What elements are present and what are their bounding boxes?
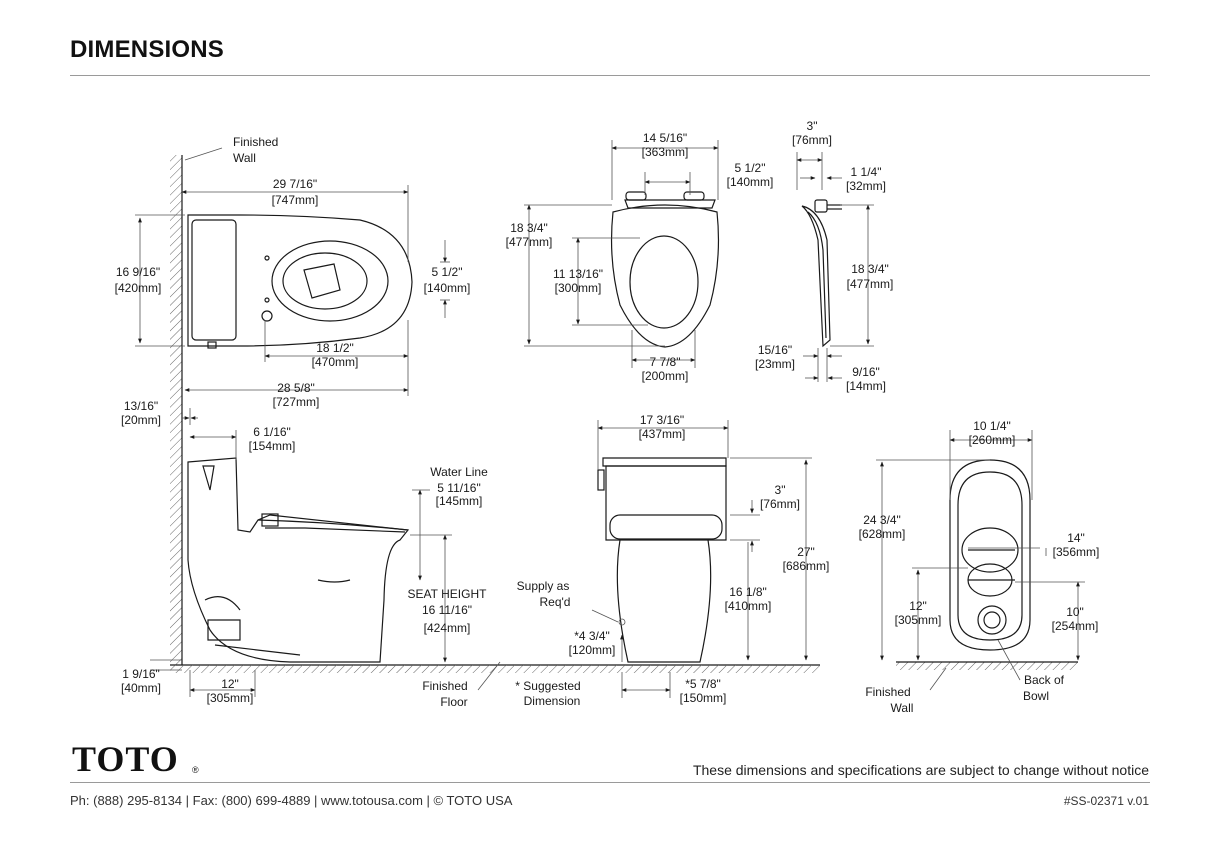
svg-text:28 5/8": 28 5/8" (277, 381, 315, 395)
svg-text:[20mm]: [20mm] (121, 413, 161, 427)
svg-text:[32mm]: [32mm] (846, 179, 886, 193)
svg-text:[747mm]: [747mm] (272, 193, 319, 207)
seat-height-label: SEAT HEIGHT (408, 587, 488, 601)
header-divider (70, 75, 1150, 76)
svg-text:[14mm]: [14mm] (846, 379, 886, 393)
svg-text:*4 3/4": *4 3/4" (574, 629, 610, 643)
svg-text:[150mm]: [150mm] (680, 691, 727, 705)
finished-wall-label: Finished (233, 135, 278, 149)
svg-text:18 1/2": 18 1/2" (316, 341, 354, 355)
svg-text:[477mm]: [477mm] (847, 277, 894, 291)
svg-text:9/16": 9/16" (852, 365, 880, 379)
svg-text:16 11/16": 16 11/16" (422, 603, 472, 617)
svg-text:24 3/4": 24 3/4" (863, 513, 901, 527)
dimension-labels: Finished Wall 29 7/16" [747mm] 16 9/16" … (115, 119, 1100, 715)
svg-text:[254mm]: [254mm] (1052, 619, 1099, 633)
contact-info: Ph: (888) 295-8134 | Fax: (800) 699-4889… (70, 793, 513, 808)
plan-view (170, 155, 820, 673)
svg-text:[260mm]: [260mm] (969, 433, 1016, 447)
svg-text:Bowl: Bowl (1023, 689, 1049, 703)
svg-text:[120mm]: [120mm] (569, 643, 616, 657)
svg-text:10": 10" (1066, 605, 1084, 619)
bowl-plan (896, 459, 1078, 670)
svg-text:[140mm]: [140mm] (424, 281, 471, 295)
svg-text:3": 3" (807, 119, 818, 133)
registered-mark: ® (192, 765, 199, 775)
svg-text:16 9/16": 16 9/16" (116, 265, 160, 279)
svg-text:3": 3" (775, 483, 786, 497)
svg-text:Dimension: Dimension (524, 694, 581, 708)
svg-text:14 5/16": 14 5/16" (643, 131, 687, 145)
svg-text:12": 12" (909, 599, 927, 613)
svg-text:17 3/16": 17 3/16" (640, 413, 684, 427)
svg-text:[420mm]: [420mm] (115, 281, 162, 295)
suggested-dimension-label: * Suggested (515, 679, 580, 693)
side-view (187, 457, 410, 663)
svg-text:5 1/2": 5 1/2" (735, 161, 766, 175)
svg-text:[437mm]: [437mm] (639, 427, 686, 441)
svg-text:[76mm]: [76mm] (792, 133, 832, 147)
svg-text:*5 7/8": *5 7/8" (685, 677, 721, 691)
svg-text:Wall: Wall (233, 151, 256, 165)
svg-text:[23mm]: [23mm] (755, 357, 795, 371)
back-of-bowl-label: Back of (1024, 673, 1065, 687)
svg-text:11 13/16": 11 13/16" (553, 267, 603, 281)
svg-text:[200mm]: [200mm] (642, 369, 689, 383)
svg-text:18 3/4": 18 3/4" (851, 262, 889, 276)
svg-text:[410mm]: [410mm] (725, 599, 772, 613)
svg-text:10 1/4": 10 1/4" (973, 419, 1011, 433)
svg-text:13/16": 13/16" (124, 399, 158, 413)
svg-text:[305mm]: [305mm] (895, 613, 942, 627)
svg-text:29 7/16": 29 7/16" (273, 177, 317, 191)
front-view (597, 457, 727, 663)
disclaimer-text: These dimensions and specifications are … (692, 762, 1149, 778)
svg-text:[628mm]: [628mm] (859, 527, 906, 541)
footer-divider (70, 782, 1150, 783)
document-number: #SS-02371 v.01 (1063, 794, 1149, 808)
toto-logo: TOTO (72, 739, 179, 779)
svg-text:Floor: Floor (440, 695, 467, 709)
svg-text:7 7/8": 7 7/8" (650, 355, 681, 369)
svg-text:[305mm]: [305mm] (207, 691, 254, 705)
svg-text:Req'd: Req'd (540, 595, 571, 609)
svg-text:27": 27" (797, 545, 815, 559)
page-title: DIMENSIONS (70, 36, 225, 63)
svg-text:1 1/4": 1 1/4" (851, 165, 882, 179)
finished-wall-label-2: Finished (865, 685, 910, 699)
svg-text:Wall: Wall (891, 701, 914, 715)
svg-text:5 1/2": 5 1/2" (432, 265, 463, 279)
seat-side-profile (801, 199, 842, 348)
svg-text:[154mm]: [154mm] (249, 439, 296, 453)
svg-text:6 1/16": 6 1/16" (253, 425, 291, 439)
svg-text:18 3/4": 18 3/4" (510, 221, 548, 235)
svg-text:[477mm]: [477mm] (506, 235, 553, 249)
svg-text:[300mm]: [300mm] (555, 281, 602, 295)
svg-text:[140mm]: [140mm] (727, 175, 774, 189)
svg-text:16 1/8": 16 1/8" (729, 585, 767, 599)
svg-text:12": 12" (221, 677, 239, 691)
svg-text:[356mm]: [356mm] (1053, 545, 1100, 559)
svg-text:[727mm]: [727mm] (273, 395, 320, 409)
svg-text:15/16": 15/16" (758, 343, 792, 357)
svg-text:[363mm]: [363mm] (642, 145, 689, 159)
svg-text:[470mm]: [470mm] (312, 355, 359, 369)
supply-label: Supply as (517, 579, 570, 593)
svg-text:[424mm]: [424mm] (424, 621, 471, 635)
finished-floor-label: Finished (422, 679, 467, 693)
water-line-label: Water Line (430, 465, 488, 479)
seat-plan (610, 191, 720, 348)
svg-text:[686mm]: [686mm] (783, 559, 830, 573)
svg-text:14": 14" (1067, 531, 1085, 545)
svg-text:1 9/16": 1 9/16" (122, 667, 160, 681)
svg-text:[76mm]: [76mm] (760, 497, 800, 511)
svg-text:[145mm]: [145mm] (436, 494, 483, 508)
svg-text:5 11/16": 5 11/16" (437, 481, 480, 495)
svg-text:[40mm]: [40mm] (121, 681, 161, 695)
